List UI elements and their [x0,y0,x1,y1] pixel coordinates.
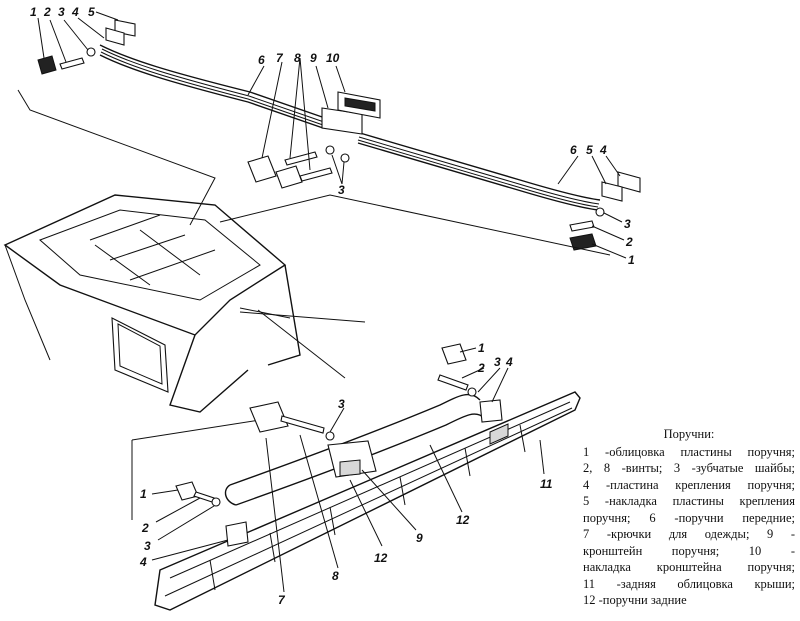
mounting-plate-4-rear-right [479,399,503,423]
legend-line: 2, 8 -винты; 3 -зубчатые шайбы; [583,461,795,475]
callout-2-rear-right: 2 [477,361,485,375]
callout-1-rear-left: 1 [140,487,147,501]
callout-3-rear-mid: 3 [338,397,345,411]
plate-pad-5-right [617,171,641,193]
clothes-hook-7-a [247,155,277,183]
callout-1-front-right: 1 [628,253,635,267]
callout-2-top-left: 2 [43,5,51,19]
callout-6-front-right: 6 [570,143,577,157]
callout-5-top-left: 5 [88,5,95,19]
callout-3-rear-left: 3 [144,539,151,553]
callout-5-front-right: 5 [586,143,593,157]
legend-line: 7 -крючки для одежды; 9 - [583,527,795,541]
mounting-plate-4-right [601,181,623,202]
legend-line: 12 -поручни задние [583,593,687,607]
legend-line: накладка кронштейна поручня; [583,560,795,574]
callout-2-rear-left: 2 [141,521,149,535]
screw-2-rear-right [437,374,469,391]
callout-12-rear-right: 12 [456,513,470,527]
clothes-hook-7-b [275,165,303,189]
callout-leaders [37,11,627,593]
callout-4-top-left: 4 [71,5,79,19]
toothed-washer-3-rear [325,431,335,441]
callout-4-rear-left: 4 [139,555,147,569]
view-connector-lines [17,89,611,520]
rear-handrail-12 [224,393,485,506]
callout-2-front-right: 2 [625,235,633,249]
legend-line: 4 -пластина крепления поручня; [583,477,795,492]
callout-4-front-right: 4 [599,143,607,157]
screw-2-right [569,220,595,232]
plate-cover-1-rear-right [441,343,467,365]
plate-cover-1-left [37,55,57,75]
rear-roof-cover-11 [154,391,581,611]
legend-line: поручня; 6 -поручни передние; [583,510,795,525]
toothed-washer-3-mid-a [325,145,335,155]
callout-3-front-right: 3 [624,217,631,231]
legend-line: 1 -облицовка пластины поручня; [583,444,795,459]
toothed-washer-3-rear-left [211,497,221,507]
screw-2-left [59,57,85,70]
clothes-hook-7-rear [249,401,289,433]
screw-8-rear [280,415,325,434]
screw-8-a [284,151,318,166]
callout-4-rear-right: 4 [505,355,513,369]
callout-1-top-left: 1 [30,5,37,19]
toothed-washer-3-right [595,207,605,217]
callout-8-rear: 8 [332,569,339,583]
legend-line: 5 -накладка пластины крепления [583,494,795,508]
mounting-plate-4-rear-left [225,521,249,547]
callout-1-rear-right: 1 [478,341,485,355]
legend-line: кронштейн поручня; 10 - [583,543,795,558]
screw-8-b [299,167,333,182]
callout-12-rear-mid: 12 [374,551,388,565]
toothed-washer-3-mid-b [340,153,350,163]
callout-10-front: 10 [326,51,340,65]
mounting-plate-4-left [105,27,125,46]
callout-8-front: 8 [294,51,301,65]
toothed-washer-3-left [86,47,96,57]
callout-labels: 1 2 3 4 5 6 7 8 9 10 3 6 5 4 3 2 1 1 2 3… [30,5,635,607]
diagram-legend: Поручни: 1 -облицовка пластины поручня; … [583,426,795,609]
callout-3-front-mid: 3 [338,183,345,197]
rear-handrail-hardware [175,343,503,547]
callout-9-rear: 9 [416,531,423,545]
callout-3-top-left: 3 [58,5,65,19]
callout-11-rear: 11 [540,477,553,491]
screw-2-rear-left [193,491,215,503]
callout-9-front: 9 [310,51,317,65]
toothed-washer-3-rear-right [467,387,477,397]
plate-cover-1-rear-left [175,481,199,501]
callout-3-rear-right: 3 [494,355,501,369]
front-handrail-assembly [37,19,641,251]
callout-7-front: 7 [276,51,284,65]
legend-line: 11 -задняя облицовка крыши; [583,576,795,591]
cab-roof [3,194,301,413]
legend-title: Поручни: [663,427,715,441]
callout-7-rear: 7 [278,593,286,607]
callout-6-front-left: 6 [258,53,265,67]
